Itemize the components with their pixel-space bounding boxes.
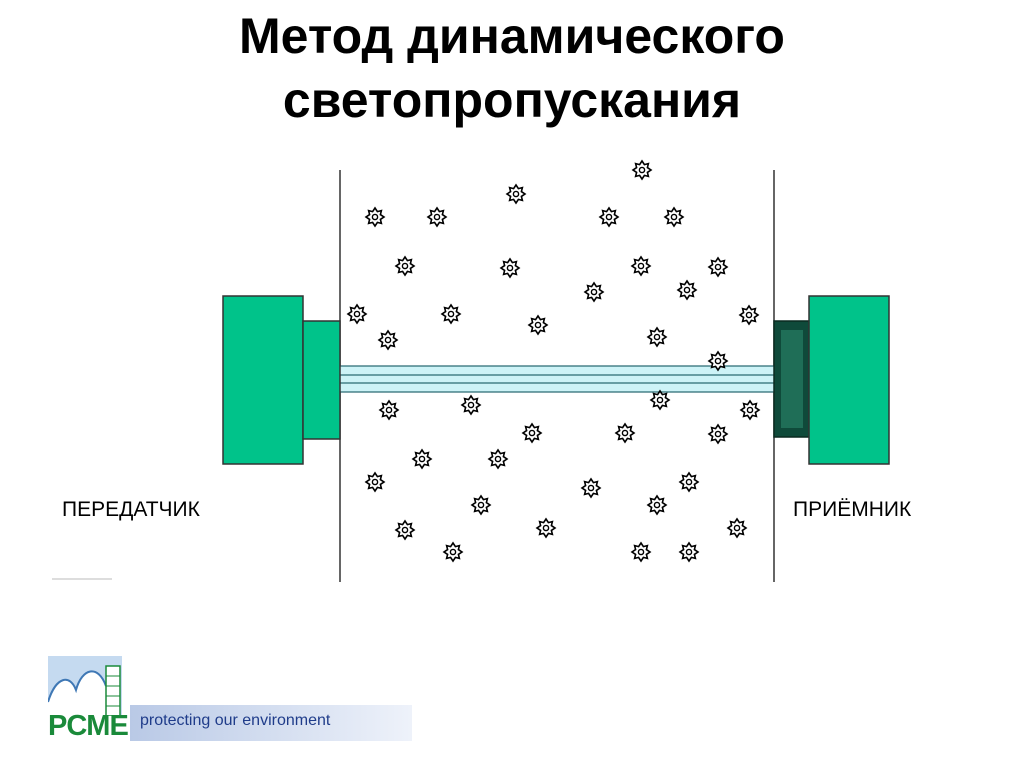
dust-particle-icon [379,400,399,420]
slide-title: Метод динамического светопропускания [0,4,1024,132]
slide-title-line-2: светопропускания [282,72,742,128]
dust-particle-icon [365,207,385,227]
dust-particle-icon [599,207,619,227]
dust-particle-icon [522,423,542,443]
dust-particle-icon [679,542,699,562]
dust-particle-icon [441,304,461,324]
dust-particle-icon [584,282,604,302]
dust-particle-icon [412,449,432,469]
logo-tagline: protecting our environment [140,712,331,729]
transmitter-label: ПЕРЕДАТЧИК [62,498,200,521]
company-logo: PCME protecting our environment [47,656,412,746]
dust-particle-icon [632,160,652,180]
dust-particle-icon [443,542,463,562]
dust-particle-icon [708,351,728,371]
dust-particle-icon [378,330,398,350]
logo-brand-text: PCME [48,710,129,742]
dust-particle-icon [528,315,548,335]
light-beam [338,365,775,393]
dust-particle-icon [365,472,385,492]
dust-particle-icon [727,518,747,538]
dust-particle-icon [506,184,526,204]
dust-particle-icon [708,424,728,444]
dust-particle-icon [500,258,520,278]
dust-particle-icon [536,518,556,538]
dust-particle-icon [664,207,684,227]
receiver-label: ПРИЁМНИК [793,498,912,521]
receiver-body [808,295,890,465]
dust-particle-icon [647,327,667,347]
dust-particle-icon [471,495,491,515]
dust-particle-icon [615,423,635,443]
dust-particle-icon [581,478,601,498]
dust-particle-icon [650,390,670,410]
dust-particle-icon [427,207,447,227]
dust-particle-icon [488,449,508,469]
receiver-unit [773,295,890,465]
dust-particle-icon [347,304,367,324]
dust-particle-icon [647,495,667,515]
pcme-logo-icon: PCME [47,656,129,742]
dust-particle-icon [631,256,651,276]
transmitter-body [222,295,304,465]
dust-particles [347,160,760,562]
transmitter-unit [222,295,341,465]
dust-particle-icon [395,520,415,540]
dust-particle-icon [679,472,699,492]
dust-particle-icon [677,280,697,300]
dust-particle-icon [461,395,481,415]
dust-particle-icon [740,400,760,420]
transmitter-lens [302,320,341,440]
dust-particle-icon [739,305,759,325]
dust-particle-icon [708,257,728,277]
slide-title-line-1: Метод динамического [239,8,785,64]
dust-particle-icon [631,542,651,562]
dust-particle-icon [395,256,415,276]
logo-tagline-bar: protecting our environment [130,705,412,741]
